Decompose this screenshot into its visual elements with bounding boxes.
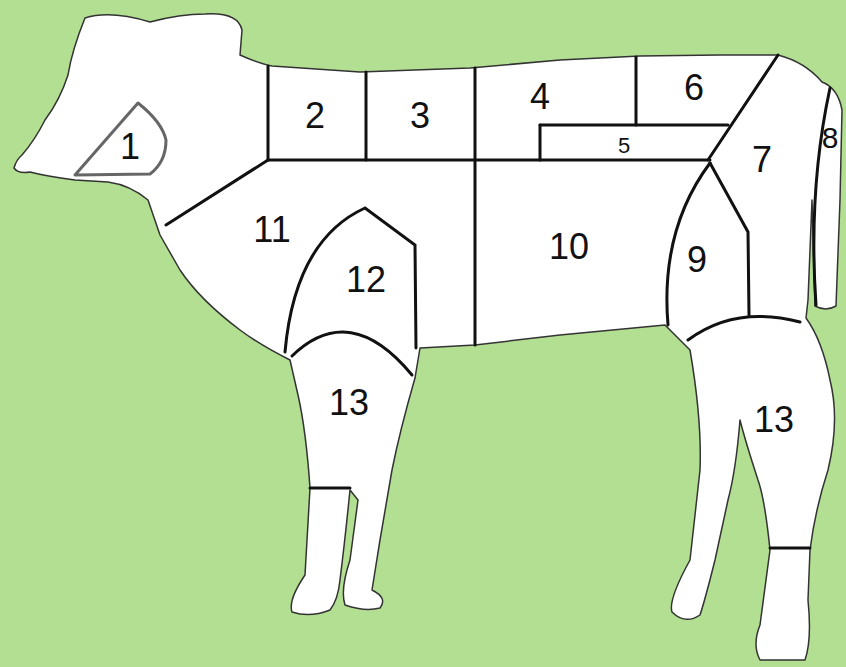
callout-number: 12 bbox=[346, 262, 386, 298]
callout-number: 4 bbox=[530, 79, 550, 115]
callout-number: 6 bbox=[684, 70, 704, 106]
cheek-cut bbox=[75, 103, 166, 175]
callout-number: 8 bbox=[822, 123, 839, 153]
callout-number: 7 bbox=[752, 142, 772, 178]
callout-number: 2 bbox=[305, 98, 325, 134]
callout-number: 3 bbox=[410, 98, 430, 134]
callout-number: 13 bbox=[329, 385, 369, 421]
cut-lines bbox=[166, 55, 830, 548]
callout-number: 11 bbox=[253, 212, 290, 248]
callout-number: 1 bbox=[120, 129, 140, 165]
calf-outline bbox=[14, 14, 842, 660]
callout-number: 9 bbox=[687, 242, 707, 278]
callout-number: 13 bbox=[754, 402, 794, 438]
callout-number: 10 bbox=[549, 229, 589, 265]
callout-number: 5 bbox=[618, 135, 630, 157]
